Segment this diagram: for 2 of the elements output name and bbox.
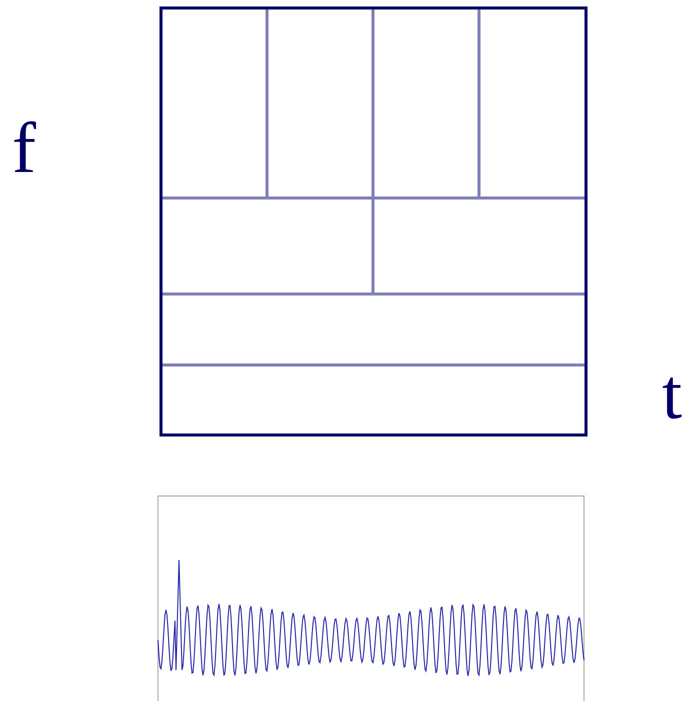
axis-label: t xyxy=(662,358,682,430)
axis-label: f xyxy=(12,112,36,184)
